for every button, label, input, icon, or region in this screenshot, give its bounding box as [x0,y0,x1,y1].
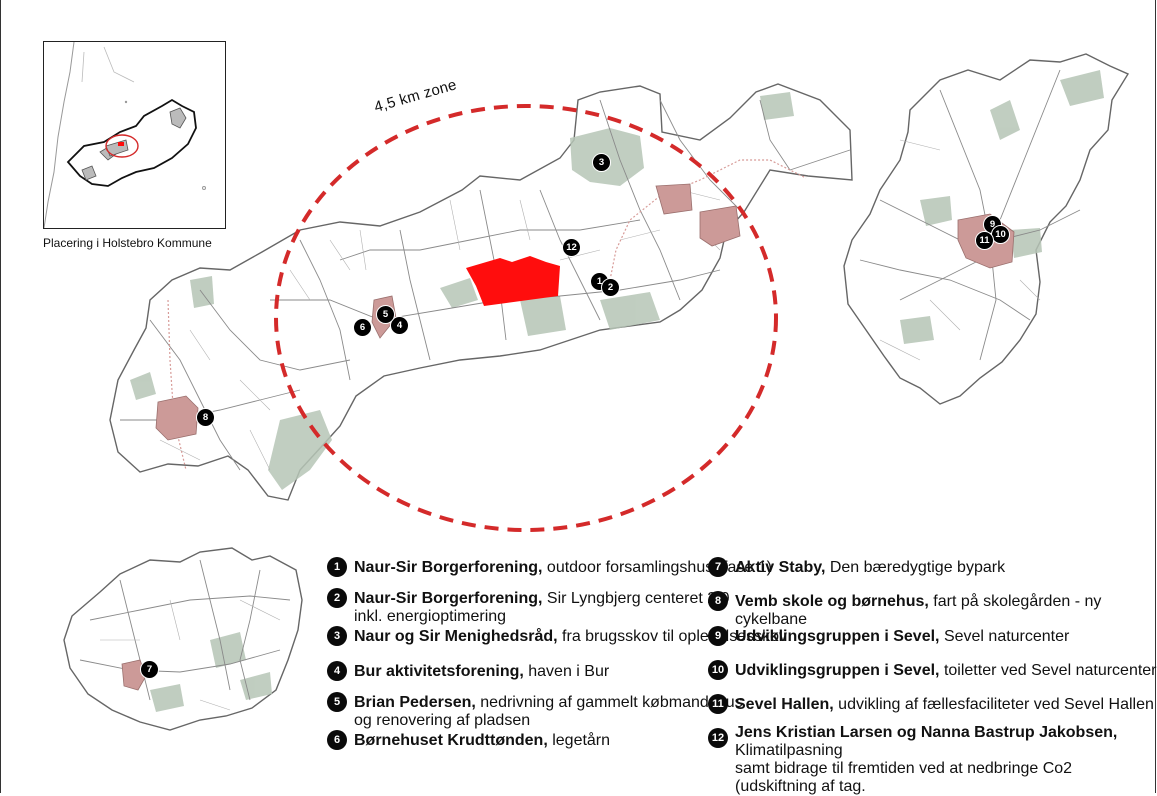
legend-org: Udviklingsgruppen i Sevel, [735,628,940,645]
legend-org: Aktiv Staby, [735,559,826,576]
legend-desc: udvikling af fællesfaciliteter ved Sevel… [833,696,1154,713]
legend-desc: Sevel naturcenter [939,628,1070,645]
route-lines [167,159,807,471]
legend-desc: Den bæredygtige bypark [825,559,1006,576]
legend-desc-line2: og renovering af pladsen [354,712,531,729]
legend-desc: toiletter ved Sevel naturcenter [939,662,1157,679]
legend-org: Jens Kristian Larsen og Nanna Bastrup Ja… [735,724,1118,741]
legend-badge: 12 [708,728,728,748]
legend-badge: 7 [708,557,728,577]
legend-desc-line2: samt bidrage til fremtiden ved at nedbri… [735,760,1073,795]
legend-badge: 11 [708,694,728,714]
zone-circle [274,104,778,532]
legend-item: 11 Sevel Hallen, udvikling af fællesfaci… [708,694,1154,714]
map-marker-6[interactable]: 6 [353,318,372,337]
map-marker-12[interactable]: 12 [562,238,581,257]
legend-item: 1 Naur-Sir Borgerforening, outdoor forsa… [327,557,772,577]
legend-desc: Sir Lyngbjerg centeret 2.0 [542,590,730,607]
legend-org: Vemb skole og børnehus, [735,593,929,610]
legend-badge: 10 [708,660,728,680]
legend-item: 2 Naur-Sir Borgerforening, Sir Lyngbjerg… [327,588,730,626]
legend-org: Brian Pedersen, [354,694,476,711]
inset-overview-map [43,41,226,229]
map-marker-4[interactable]: 4 [390,316,409,335]
map-marker-2[interactable]: 2 [601,278,620,297]
inset-caption: Placering i Holstebro Kommune [43,236,212,250]
legend-item: 8 Vemb skole og børnehus, fart på skoleg… [708,591,1157,629]
legend-badge: 5 [327,692,347,712]
legend-badge: 4 [327,661,347,681]
legend-badge: 9 [708,626,728,646]
legend-badge: 8 [708,591,728,611]
legend-desc: haven i Bur [523,663,610,680]
project-area [466,256,560,306]
map-marker-11[interactable]: 11 [975,231,994,250]
legend-item: 9 Udviklingsgruppen i Sevel, Sevel natur… [708,626,1069,646]
legend-item: 5 Brian Pedersen, nedrivning af gammelt … [327,692,743,730]
forest-patches [130,70,1104,712]
frame-right-border [1155,0,1156,793]
legend-org: Naur og Sir Menighedsråd, [354,628,558,645]
legend-org: Naur-Sir Borgerforening, [354,559,543,576]
legend-item: 7 Aktiv Staby, Den bæredygtige bypark [708,557,1005,577]
map-marker-5[interactable]: 5 [376,305,395,324]
legend-org: Sevel Hallen, [735,696,834,713]
map-marker-7[interactable]: 7 [140,660,159,679]
legend-item: 3 Naur og Sir Menighedsråd, fra brugssko… [327,626,787,646]
minor-roads [100,139,1041,711]
legend-badge: 2 [327,588,347,608]
legend-item: 4 Bur aktivitetsforening, haven i Bur [327,661,609,681]
legend-desc: legetårn [547,732,611,749]
legend-badge: 1 [327,557,347,577]
legend-desc: fart på skolegården - ny cykelbane [735,593,1102,628]
legend-badge: 6 [327,730,347,750]
map-marker-3[interactable]: 3 [592,153,611,172]
legend-item: 12 Jens Kristian Larsen og Nanna Bastrup… [708,722,1157,796]
legend-desc-line2: inkl. energioptimering [354,608,507,625]
legend-item: 6 Børnehuset Krudttønden, legetårn [327,730,610,750]
legend-org: Bur aktivitetsforening, [354,663,524,680]
legend-badge: 3 [327,626,347,646]
legend-org: Naur-Sir Borgerforening, [354,590,543,607]
legend-item: 10 Udviklingsgruppen i Sevel, toiletter … [708,660,1157,680]
legend-desc: Klimatilpasning [735,742,843,759]
map-marker-8[interactable]: 8 [196,408,215,427]
legend-desc: fra brugsskov til oplevelsesskov [557,628,788,645]
legend-org: Børnehuset Krudttønden, [354,732,548,749]
legend-org: Udviklingsgruppen i Sevel, [735,662,940,679]
inset-map-svg [44,42,206,228]
frame-left-border [0,0,1,793]
legend-desc: nedrivning af gammelt købmandshus [475,694,743,711]
